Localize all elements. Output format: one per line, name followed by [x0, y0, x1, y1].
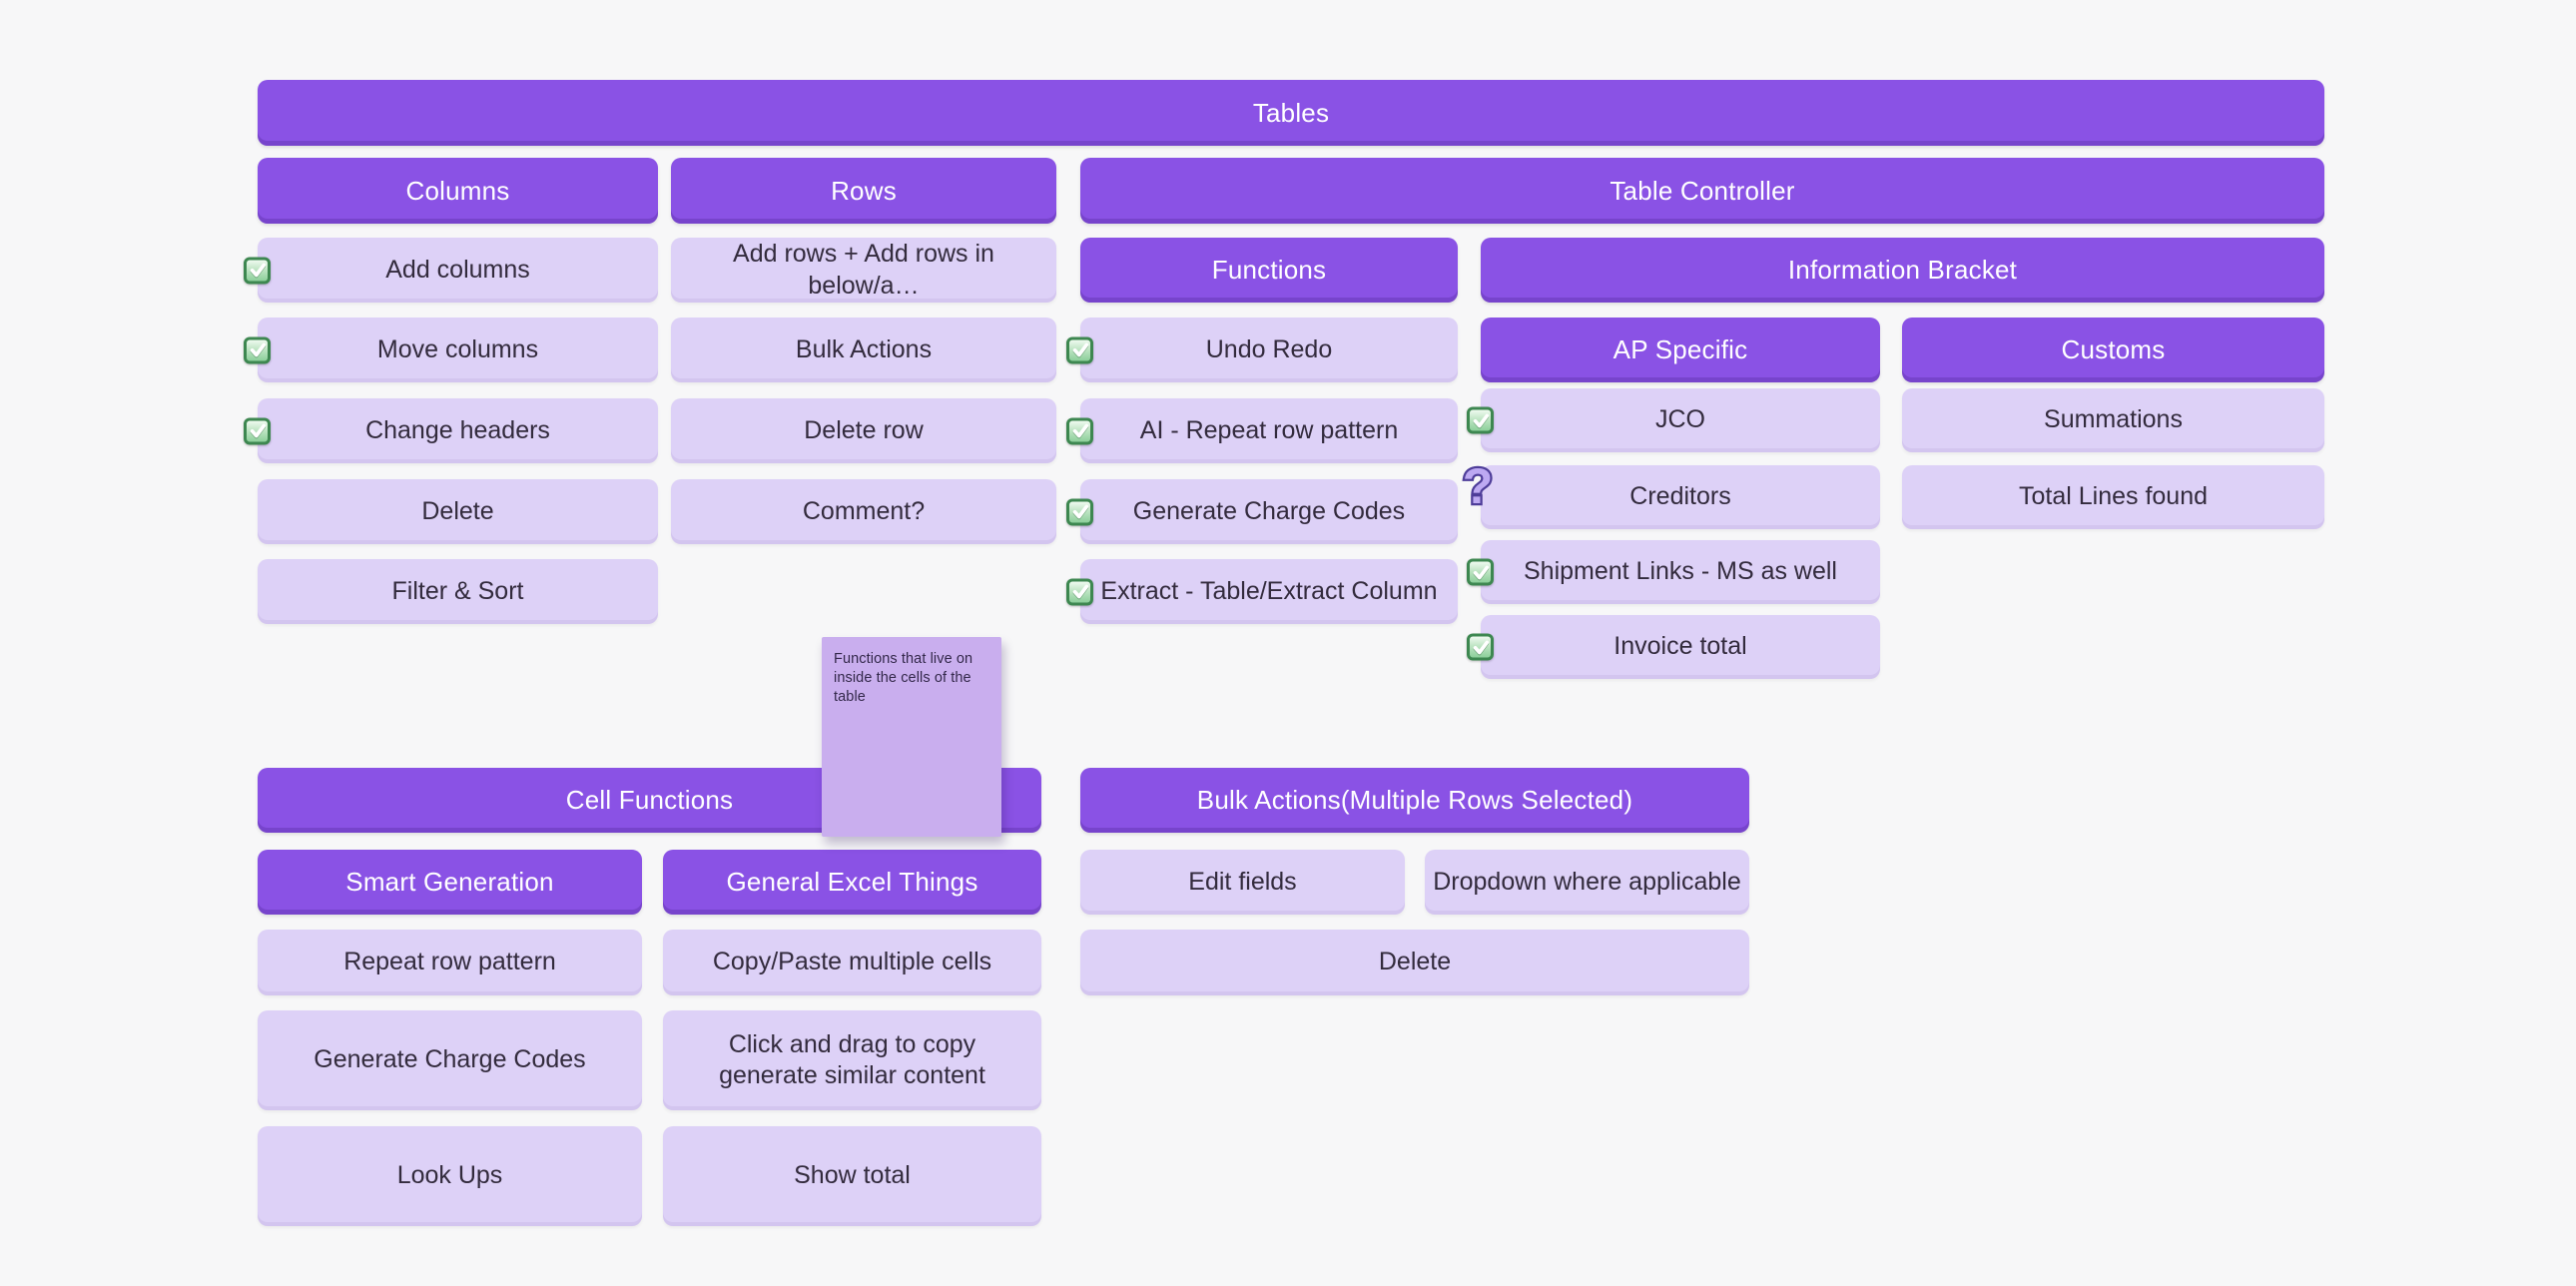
node-bulk-delete[interactable]: Delete	[1080, 930, 1749, 995]
node-label: Tables	[1252, 97, 1330, 128]
node-invoice-total[interactable]: Invoice total	[1467, 615, 1880, 679]
node-functions-header[interactable]: Functions	[1080, 238, 1458, 303]
node-label: Total Lines found	[2018, 482, 2209, 511]
checked-checkbox-icon	[244, 336, 271, 363]
node-label: General Excel Things	[726, 867, 978, 897]
node-label: Show total	[794, 1161, 911, 1190]
node-label: Generate Charge Codes	[314, 1045, 586, 1074]
node-label: Cell Functions	[565, 785, 734, 815]
node-label: Delete	[421, 496, 494, 525]
node-table-controller-header[interactable]: Table Controller	[1080, 158, 2324, 224]
node-smart-generation-header[interactable]: Smart Generation	[258, 850, 642, 915]
node-rows-header[interactable]: Rows	[671, 158, 1056, 224]
node-dropdown-where-applicable[interactable]: Dropdown where applicable	[1425, 850, 1749, 915]
node-delete-column[interactable]: Delete	[258, 479, 658, 544]
node-summations[interactable]: Summations	[1902, 388, 2324, 452]
checked-checkbox-icon	[1066, 578, 1093, 605]
node-label: Undo Redo	[1205, 334, 1333, 363]
node-label: Bulk Actions	[795, 334, 933, 363]
node-label: Generate Charge Codes	[1132, 496, 1406, 525]
node-label: Dropdown where applicable	[1433, 867, 1741, 896]
node-total-lines-found[interactable]: Total Lines found	[1902, 465, 2324, 529]
checked-checkbox-icon	[1467, 406, 1494, 434]
node-label: Summations	[2044, 405, 2183, 434]
checked-checkbox-icon	[1467, 633, 1494, 661]
node-tables[interactable]: Tables	[258, 80, 2324, 146]
node-label: Click and drag to copy generate similar …	[719, 1029, 985, 1089]
node-label: Change headers	[365, 415, 550, 444]
node-bulk-actions-row[interactable]: Bulk Actions	[671, 318, 1056, 382]
node-label: Bulk Actions(Multiple Rows Selected)	[1196, 785, 1633, 815]
node-information-bracket-header[interactable]: Information Bracket	[1481, 238, 2324, 303]
node-jco[interactable]: JCO	[1467, 388, 1880, 452]
node-label: Delete row	[804, 415, 924, 444]
node-label: Look Ups	[396, 1161, 503, 1190]
node-add-columns[interactable]: Add columns	[244, 238, 658, 303]
node-shipment-links[interactable]: Shipment Links - MS as well	[1467, 540, 1880, 604]
node-label: Invoice total	[1613, 632, 1747, 661]
checked-checkbox-icon	[1467, 558, 1494, 586]
sticky-note[interactable]: Functions that live on inside the cells …	[822, 637, 1001, 837]
node-label: Add columns	[385, 255, 530, 284]
node-bulk-actions-multi-header[interactable]: Bulk Actions(Multiple Rows Selected)	[1080, 768, 1749, 833]
node-label: AP Specific	[1612, 334, 1748, 364]
node-ap-specific-header[interactable]: AP Specific	[1481, 318, 1880, 382]
node-label: Information Bracket	[1787, 255, 2018, 285]
node-edit-fields[interactable]: Edit fields	[1080, 850, 1405, 915]
node-customs-header[interactable]: Customs	[1902, 318, 2324, 382]
question-mark-icon: ?	[1457, 456, 1499, 517]
node-generate-charge-codes[interactable]: Generate Charge Codes	[1066, 479, 1458, 544]
node-change-headers[interactable]: Change headers	[244, 398, 658, 463]
node-label: Delete	[1378, 948, 1452, 976]
node-add-rows[interactable]: Add rows + Add rows in below/a…	[671, 238, 1056, 303]
node-label: AI - Repeat row pattern	[1139, 415, 1399, 444]
node-comment[interactable]: Comment?	[671, 479, 1056, 544]
checked-checkbox-icon	[1066, 417, 1093, 444]
node-label: Rows	[831, 175, 897, 206]
node-label: Functions	[1211, 255, 1327, 285]
node-label: Extract - Table/Extract Column	[1100, 576, 1438, 605]
node-look-ups[interactable]: Look Ups	[258, 1126, 642, 1226]
node-columns-header[interactable]: Columns	[258, 158, 658, 224]
node-filter-sort[interactable]: Filter & Sort	[258, 559, 658, 624]
node-label: Add rows + Add rows in below/a…	[733, 240, 994, 300]
node-label: JCO	[1655, 405, 1705, 434]
node-undo-redo[interactable]: Undo Redo	[1066, 318, 1458, 382]
node-label: Table Controller	[1610, 175, 1795, 206]
sticky-note-text: Functions that live on inside the cells …	[834, 651, 973, 706]
node-move-columns[interactable]: Move columns	[244, 318, 658, 382]
node-click-and-drag-copy[interactable]: Click and drag to copy generate similar …	[663, 1010, 1041, 1110]
node-repeat-row-pattern[interactable]: Repeat row pattern	[258, 930, 642, 995]
node-label: Copy/Paste multiple cells	[712, 948, 992, 976]
node-label: Creditors	[1629, 482, 1731, 511]
node-label: Customs	[2061, 334, 2166, 364]
node-label: Filter & Sort	[391, 576, 524, 605]
node-extract-table-column[interactable]: Extract - Table/Extract Column	[1066, 559, 1458, 624]
node-label: Edit fields	[1188, 867, 1297, 896]
node-generate-charge-codes-cell[interactable]: Generate Charge Codes	[258, 1010, 642, 1110]
node-delete-row[interactable]: Delete row	[671, 398, 1056, 463]
checked-checkbox-icon	[1066, 336, 1093, 363]
checked-checkbox-icon	[1066, 498, 1093, 525]
node-label: Shipment Links - MS as well	[1523, 557, 1837, 586]
node-ai-repeat-row-pattern[interactable]: AI - Repeat row pattern	[1066, 398, 1458, 463]
node-label: Smart Generation	[345, 867, 554, 897]
node-general-excel-things-header[interactable]: General Excel Things	[663, 850, 1041, 915]
node-label: Repeat row pattern	[343, 948, 556, 976]
checked-checkbox-icon	[244, 257, 271, 284]
checked-checkbox-icon	[244, 417, 271, 444]
node-copy-paste-multiple-cells[interactable]: Copy/Paste multiple cells	[663, 930, 1041, 995]
node-label: Columns	[405, 175, 510, 206]
node-creditors[interactable]: ? Creditors	[1460, 456, 1880, 529]
node-label: Comment?	[802, 496, 926, 525]
node-show-total[interactable]: Show total	[663, 1126, 1041, 1226]
node-label: Move columns	[376, 334, 539, 363]
svg-text:?: ?	[1463, 458, 1494, 514]
